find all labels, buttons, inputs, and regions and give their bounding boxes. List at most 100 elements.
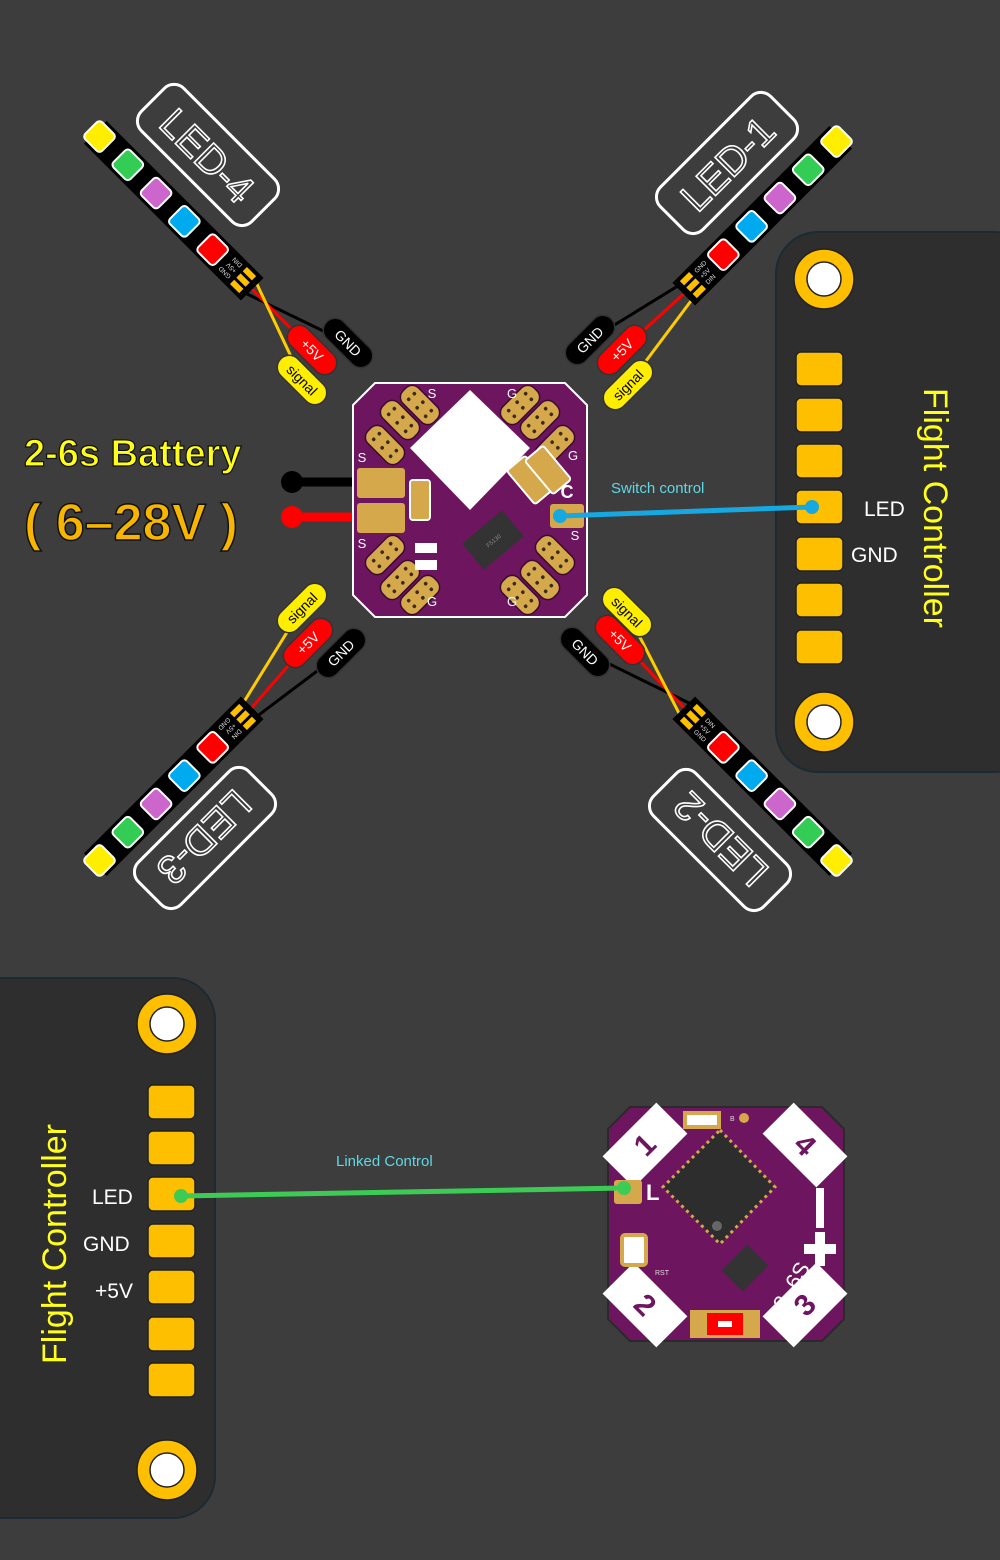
- fc-top-gnd-label: GND: [851, 544, 898, 567]
- linked-control-wire: [180, 1185, 625, 1199]
- strip-pin: [234, 708, 252, 726]
- controller-corner-pad: 3: [762, 1262, 848, 1348]
- linked-control-connection: Linked Control: [174, 1153, 631, 1203]
- mount-hole-bottom: [793, 691, 855, 753]
- controller-led-pad-label: L: [646, 1180, 659, 1205]
- switch-control-label: Switch control: [611, 480, 704, 497]
- strip-led: [111, 148, 145, 182]
- strip-led: [83, 120, 116, 153]
- strip-led: [791, 815, 825, 849]
- hub-motor-pad: [519, 399, 561, 441]
- hub-capacitor: [409, 479, 431, 521]
- mount-hole-top: [136, 993, 198, 1055]
- linked-wire-end-fc: [174, 1189, 188, 1203]
- hub-motor-pad: [519, 559, 561, 601]
- fc-top-pad: [795, 443, 844, 479]
- linked-control-label: Linked Control: [336, 1153, 433, 1170]
- hub-pad-letter: G: [507, 594, 517, 609]
- switch-wire-end-hub: [553, 509, 567, 523]
- wire-tag-gnd: GND: [315, 627, 367, 679]
- wire-tag-gnd: GND: [559, 626, 611, 678]
- fc-bottom-gnd-label: GND: [83, 1233, 130, 1256]
- battery-label: 2-6s Battery ( 6–28V ): [23, 432, 242, 552]
- controller-corner-pad: 2: [602, 1262, 688, 1348]
- battery-voltage: ( 6–28V ): [24, 494, 238, 552]
- strip-led: [763, 181, 797, 215]
- strip-pin: [234, 271, 252, 289]
- controller-mcu: [660, 1127, 778, 1247]
- strip-led: [139, 176, 173, 210]
- fc-top-pads: [795, 351, 844, 665]
- controller-corner-pad: 1: [602, 1102, 688, 1188]
- strip-led: [168, 205, 201, 238]
- hub-motor-pad: [534, 534, 576, 576]
- hub-pad-letter: G: [507, 386, 517, 401]
- fc-bottom-led-label: LED: [92, 1186, 133, 1209]
- strip-pin: [241, 715, 258, 732]
- hub-motor-pad: [499, 384, 541, 426]
- hub-chip: F5130: [462, 510, 524, 570]
- controller-b-pad: [739, 1113, 749, 1123]
- fc-bottom-pad: [147, 1269, 196, 1305]
- strip-pin: [684, 708, 702, 726]
- fc-bottom-pad: [147, 1362, 196, 1398]
- strip-led: [707, 238, 740, 271]
- strip-pin: [691, 702, 708, 719]
- hub-pad-letter: S: [358, 536, 367, 551]
- strip-led: [763, 787, 797, 821]
- hub-motor-pad: [399, 574, 441, 616]
- hub-motor-pad: [379, 559, 421, 601]
- strip-led: [820, 844, 853, 877]
- strip-led: [735, 210, 768, 243]
- strip-led: [707, 731, 740, 764]
- controller-b-label: B: [730, 1116, 735, 1123]
- controller-corner-pad: 4: [762, 1102, 848, 1188]
- mount-hole-bottom: [136, 1439, 198, 1501]
- hub-battery-pos-pad: [357, 503, 405, 533]
- controller-plus-mark-v: [815, 1232, 825, 1266]
- strip-pin: [678, 270, 695, 287]
- hub-battery-neg-pad: [357, 468, 405, 498]
- controller-button: [620, 1233, 648, 1267]
- linked-wire-end-controller: [617, 1181, 631, 1195]
- fc-top-led-label: LED: [864, 498, 905, 521]
- fc-top-pad: [795, 397, 844, 433]
- strip-led: [83, 844, 116, 877]
- strip-led: [735, 759, 768, 792]
- switch-control-wire: [559, 504, 813, 519]
- hub-motor-pad: [399, 384, 441, 426]
- mount-hole-top: [793, 248, 855, 310]
- strip-pin: [228, 278, 245, 295]
- strip-led: [791, 153, 825, 187]
- hub-pad-letter: S: [358, 450, 367, 465]
- hub-motor-pad: [499, 574, 541, 616]
- fc-bottom-title: Flight Controller: [36, 1124, 74, 1364]
- strip-led: [111, 815, 145, 849]
- fc-top-title: Flight Controller: [916, 388, 954, 628]
- hub-motor-pad: [364, 424, 406, 466]
- strip-led: [168, 759, 201, 792]
- strip-pin: [691, 283, 708, 300]
- hub-module: [410, 390, 530, 510]
- switch-control-connection: Switch control: [553, 480, 819, 523]
- hub-motor-pad: [364, 534, 406, 576]
- controller-minus-mark: [816, 1188, 824, 1228]
- strip-pin: [684, 276, 702, 294]
- hub-signal-pad-label: C: [561, 482, 574, 502]
- fc-bottom-pad: [147, 1084, 196, 1120]
- fc-bottom-pad: [147, 1223, 196, 1259]
- fc-top-pad: [795, 629, 844, 665]
- battery-title: 2-6s Battery: [24, 433, 242, 475]
- hub-resistor: [415, 543, 437, 553]
- hub-pad-letter: G: [427, 594, 437, 609]
